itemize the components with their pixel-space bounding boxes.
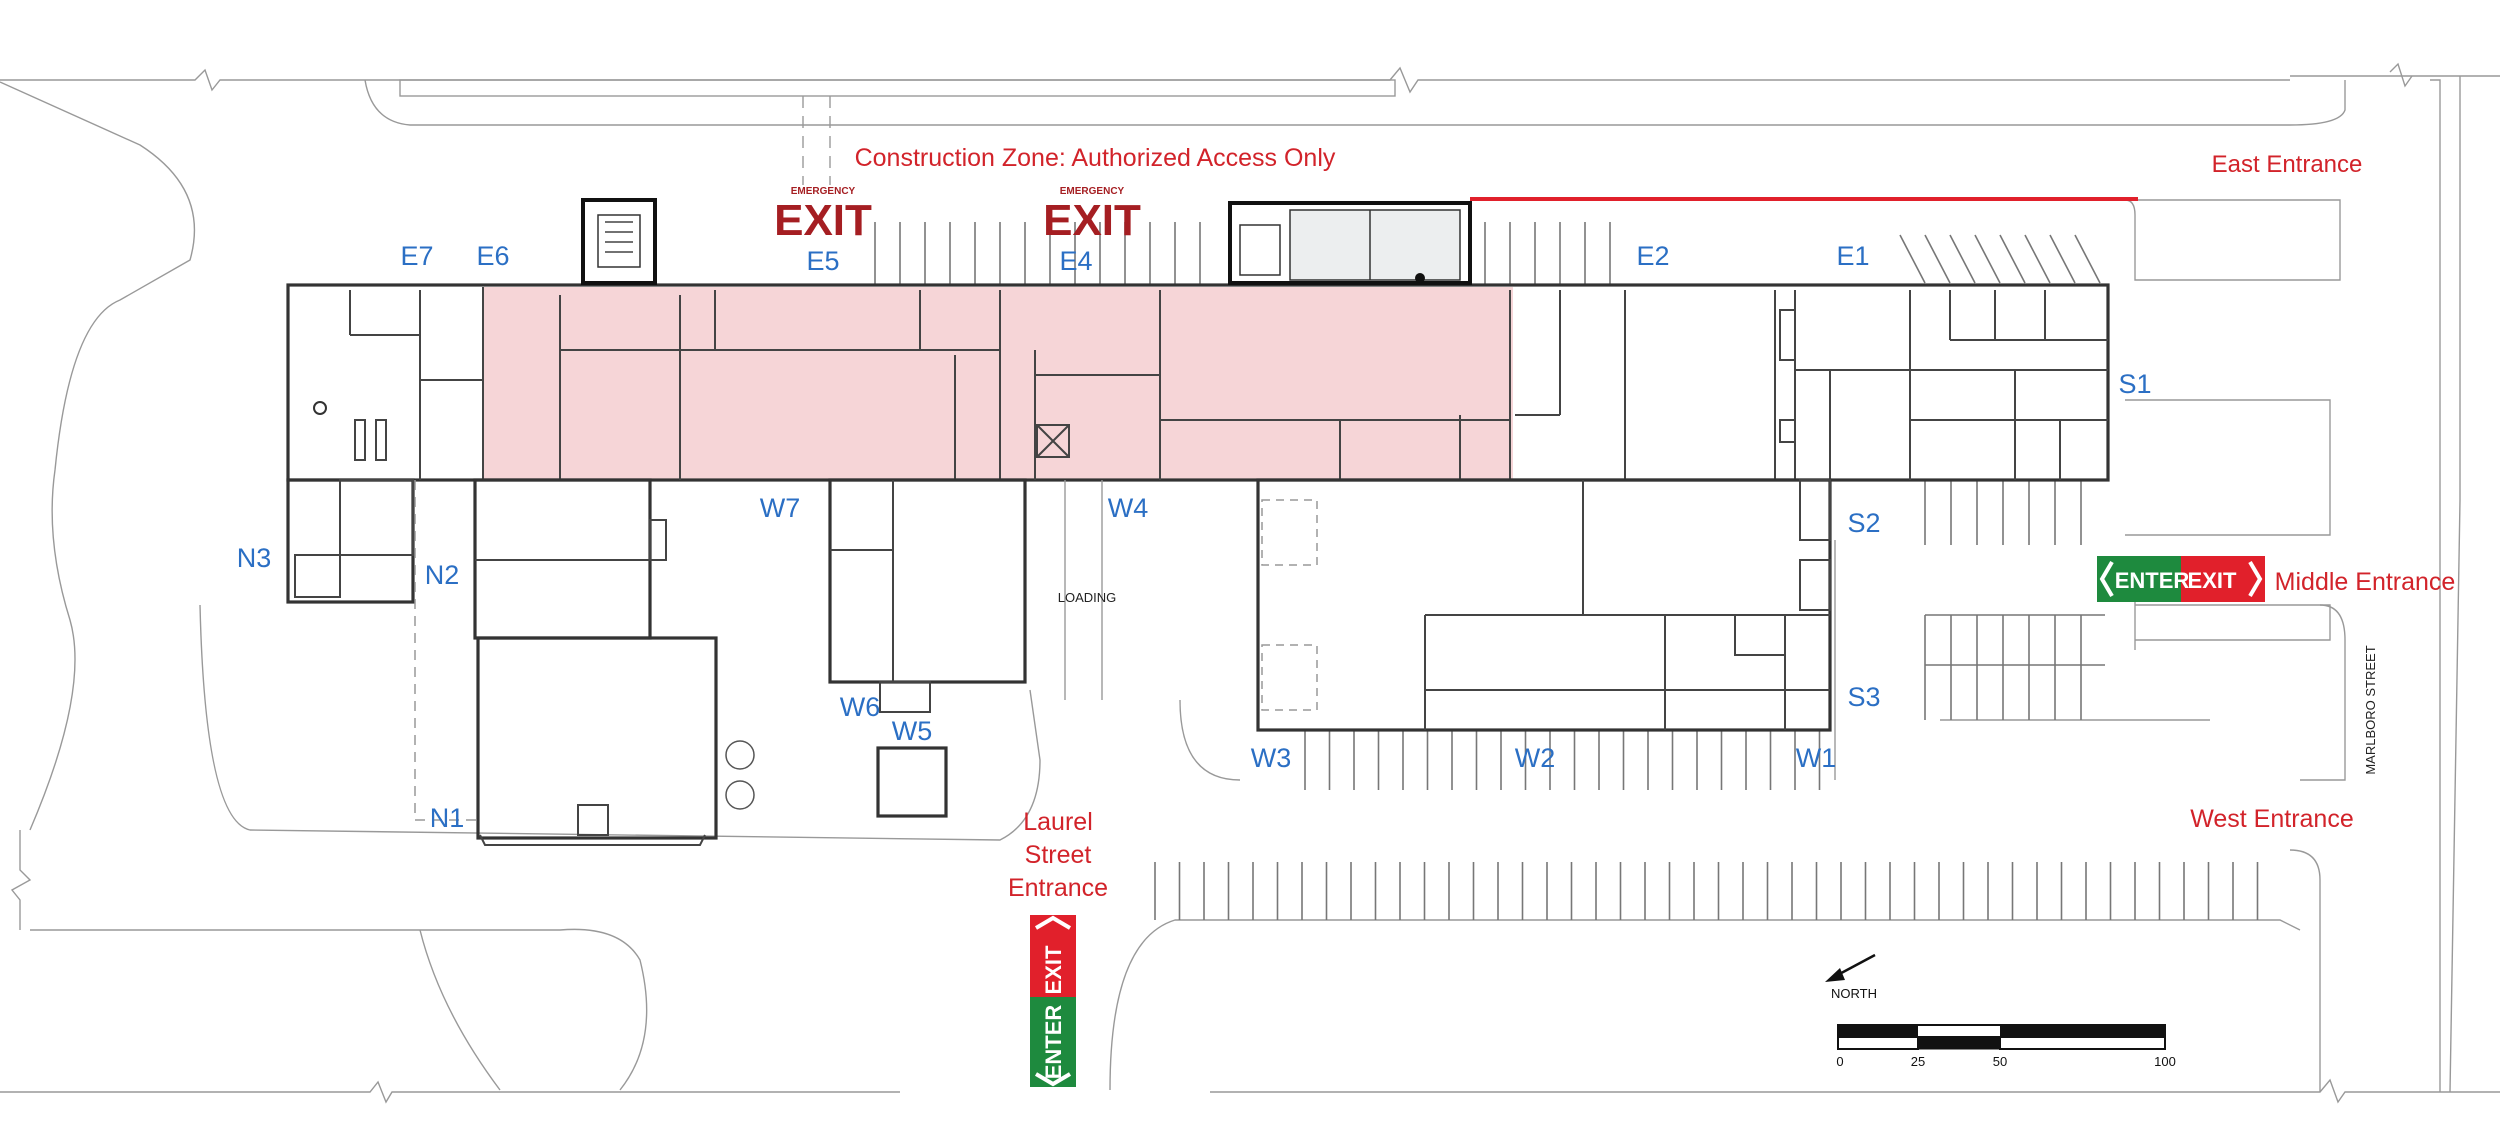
labels: Construction Zone: Authorized Access Onl…	[237, 144, 2456, 902]
laurel-exit-text: EXIT	[1041, 945, 1066, 994]
scale-25: 25	[1911, 1054, 1925, 1069]
loading-label: LOADING	[1058, 590, 1117, 605]
construction-notice: Construction Zone: Authorized Access Onl…	[855, 144, 1336, 172]
door-E1: E1	[1836, 241, 1869, 271]
door-W4: W4	[1108, 493, 1149, 523]
laurel-entrance-line3: Entrance	[1008, 874, 1108, 902]
svg-text:EXIT: EXIT	[774, 196, 872, 245]
middle-enter-exit-sign: ENTER EXIT	[2097, 556, 2265, 602]
svg-text:EMERGENCY: EMERGENCY	[1060, 186, 1125, 197]
laurel-enter-text: ENTER	[1041, 1005, 1066, 1080]
street-label: MARLBORO STREET	[2363, 645, 2378, 774]
door-E5: E5	[806, 246, 839, 276]
construction-zone	[483, 197, 2138, 480]
east-entrance-label: East Entrance	[2212, 151, 2363, 178]
middle-entrance-label: Middle Entrance	[2275, 568, 2456, 596]
north-arrow: NORTH	[1825, 953, 1877, 1001]
svg-text:EMERGENCY: EMERGENCY	[791, 186, 856, 197]
scale-0: 0	[1836, 1054, 1843, 1069]
enter-text: ENTER	[2115, 568, 2190, 593]
door-W6: W6	[840, 692, 881, 722]
svg-text:EXIT: EXIT	[1043, 196, 1141, 245]
door-N1: N1	[430, 803, 465, 833]
site-outline	[0, 62, 2500, 1104]
door-E7: E7	[400, 241, 433, 271]
door-W1: W1	[1796, 743, 1837, 773]
emergency-exit-sign-e4: EMERGENCY EXIT	[1043, 186, 1141, 245]
north-label: NORTH	[1831, 986, 1877, 1001]
door-N2: N2	[425, 560, 460, 590]
laurel-enter-exit-sign: EXIT ENTER	[1030, 915, 1076, 1087]
exit-text: EXIT	[2188, 568, 2237, 593]
parking-stripe	[1924, 234, 1951, 284]
laurel-entrance-line2: Street	[1025, 841, 1092, 869]
door-W7: W7	[760, 493, 801, 523]
door-S1: S1	[2118, 369, 2151, 399]
laurel-entrance-line1: Laurel	[1023, 808, 1093, 836]
parking-stripe	[2074, 234, 2101, 284]
door-S2: S2	[1847, 508, 1880, 538]
door-W3: W3	[1251, 743, 1292, 773]
door-E4: E4	[1059, 246, 1092, 276]
west-entrance-label: West Entrance	[2190, 805, 2354, 833]
door-N3: N3	[237, 543, 272, 573]
parking-stripe	[2024, 234, 2051, 284]
door-E6: E6	[476, 241, 509, 271]
main-building	[286, 198, 2110, 846]
scale-100: 100	[2154, 1054, 2176, 1069]
parking-stripe	[1974, 234, 2001, 284]
door-W2: W2	[1515, 743, 1556, 773]
scale-bar: 0 25 50 100	[1836, 1024, 2176, 1069]
door-S3: S3	[1847, 682, 1880, 712]
emergency-exit-sign-e5: EMERGENCY EXIT	[774, 186, 872, 245]
scale-50: 50	[1993, 1054, 2007, 1069]
door-E2: E2	[1636, 241, 1669, 271]
parking-stripe	[1999, 234, 2026, 284]
parking-stripe	[1899, 234, 1926, 284]
parking-stripe	[2049, 234, 2076, 284]
parking-stripe	[1949, 234, 1976, 284]
parking-stalls	[874, 222, 2259, 920]
door-W5: W5	[892, 716, 933, 746]
